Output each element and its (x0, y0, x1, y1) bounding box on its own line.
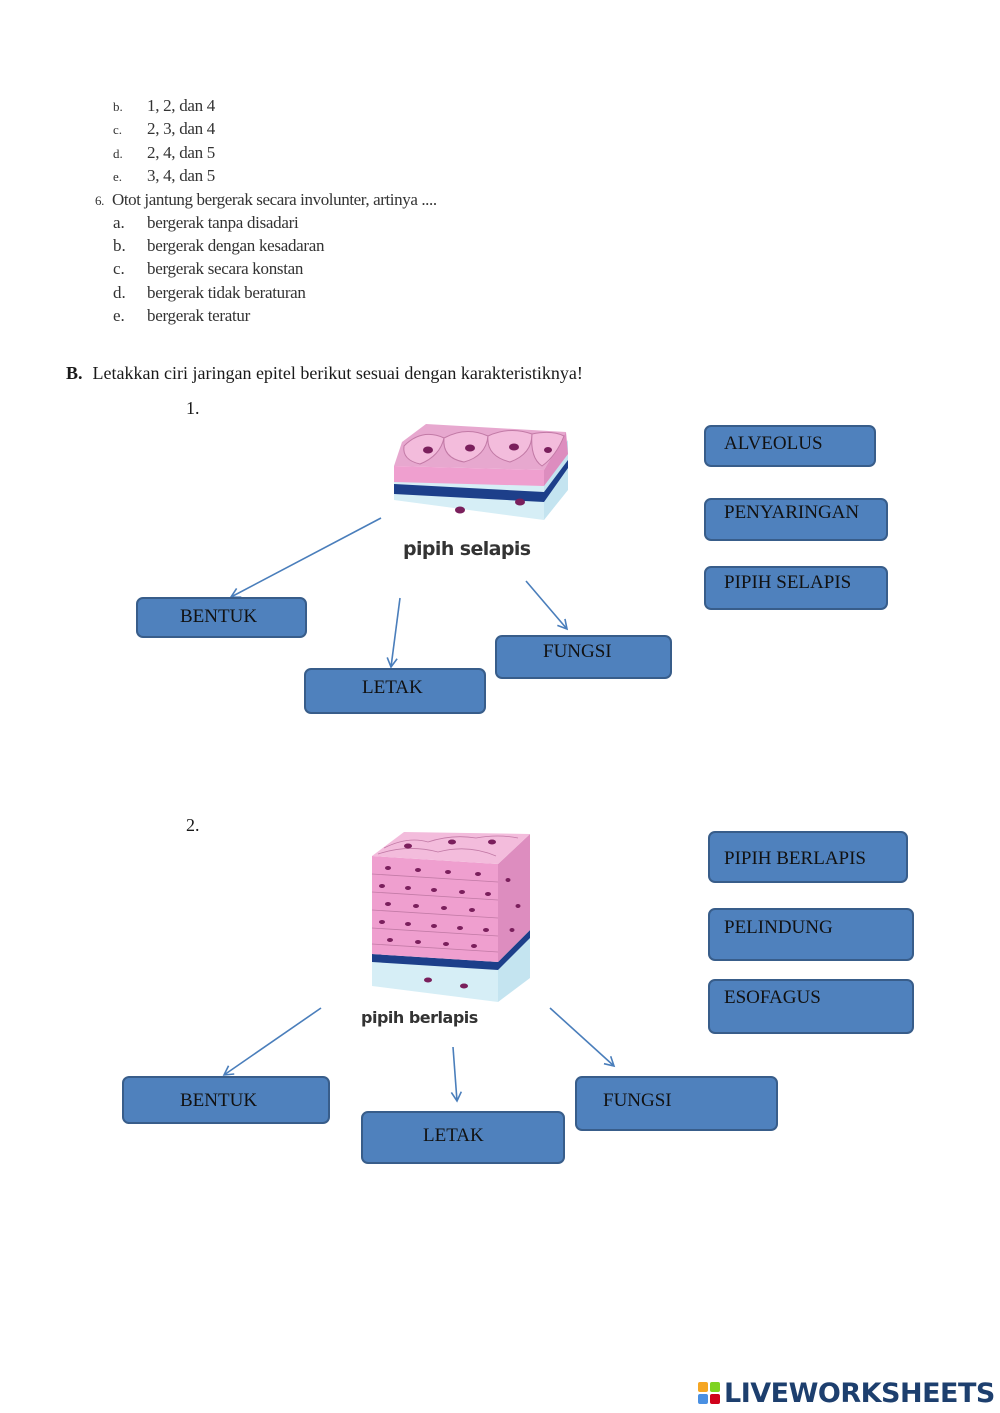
q6-option-c-letter: c. (113, 259, 125, 278)
question-6-text: Otot jantung bergerak secara involunter,… (111, 190, 437, 209)
liveworksheets-logo-icon (698, 1382, 720, 1404)
section-b-instruction: Letakkan ciri jaringan epitel berikut se… (92, 363, 583, 383)
item-1-letak-label: LETAK (362, 677, 423, 698)
q5-option-d-letter: d. (113, 146, 123, 161)
q6-option-d-text: bergerak tidak beraturan (147, 283, 306, 302)
arrow-2-bentuk (222, 1007, 322, 1076)
liveworksheets-logo-text: LIVEWORKSHEETS (724, 1377, 995, 1409)
question-6: 6. Otot jantung bergerak secara involunte… (95, 190, 437, 210)
item-2-answer-pelindung[interactable]: PELINDUNG (708, 908, 914, 961)
item-1-caption: pipih selapis (403, 538, 531, 560)
arrow-2-letak (450, 1046, 463, 1103)
q6-option-e-letter: e. (113, 306, 125, 325)
item-1-answer-pipih-selapis-label: PIPIH SELAPIS (724, 572, 852, 593)
item-2-answer-pelindung-label: PELINDUNG (724, 917, 833, 938)
item-2-letak-label: LETAK (423, 1125, 484, 1146)
q6-option-a-letter: a. (113, 213, 125, 232)
item-2-answer-pipih-berlapis-label: PIPIH BERLAPIS (724, 848, 866, 869)
item-1-number: 1. (186, 398, 200, 418)
arrow-2-fungsi (549, 1007, 616, 1068)
arrow-1-letak (386, 597, 401, 669)
item-2-caption: pipih berlapis (361, 1008, 478, 1027)
stratified-squamous-tissue-image (371, 832, 530, 1002)
item-2-answer-esofagus[interactable]: ESOFAGUS (708, 979, 914, 1034)
item-1-fungsi-label: FUNGSI (543, 641, 612, 662)
item-2-bentuk-label: BENTUK (180, 1090, 258, 1111)
item-1-answer-penyaringan[interactable]: PENYARINGAN (704, 498, 888, 541)
q5-option-c-text: 2, 3, dan 4 (147, 119, 215, 138)
simple-squamous-tissue-image (394, 424, 568, 520)
item-2-letak-target[interactable]: LETAK (361, 1111, 565, 1164)
arrow-1-fungsi (525, 580, 569, 631)
q5-option-e-text: 3, 4, dan 5 (147, 166, 215, 185)
q5-option-e-letter: e. (113, 169, 123, 184)
liveworksheets-logo: LIVEWORKSHEETS (698, 1377, 995, 1409)
item-2-fungsi-target[interactable]: FUNGSI (575, 1076, 778, 1131)
q5-option-c-letter: c. (113, 122, 123, 137)
section-b-label: B. (66, 363, 83, 383)
item-1-answer-penyaringan-label: PENYARINGAN (724, 502, 860, 523)
section-b-heading: B. Letakkan ciri jaringan epitel berikut … (66, 363, 583, 384)
item-1-answer-alveolus-label: ALVEOLUS (724, 433, 823, 454)
q5-option-d-text: 2, 4, dan 5 (147, 143, 215, 162)
item-2-answer-pipih-berlapis[interactable]: PIPIH BERLAPIS (708, 831, 908, 883)
q6-option-b-text: bergerak dengan kesadaran (147, 236, 325, 255)
q6-option-e-text: bergerak teratur (147, 306, 250, 325)
item-1-letak-target[interactable]: LETAK (304, 668, 486, 714)
q6-option-c-text: bergerak secara konstan (147, 259, 304, 278)
item-1-answer-pipih-selapis[interactable]: PIPIH SELAPIS (704, 566, 888, 610)
item-2-fungsi-label: FUNGSI (603, 1090, 672, 1111)
item-1-fungsi-target[interactable]: FUNGSI (495, 635, 672, 679)
q6-option-d-letter: d. (113, 283, 126, 302)
question-6-number: 6. (95, 193, 104, 208)
arrow-1-bentuk (229, 517, 382, 599)
item-2-answer-esofagus-label: ESOFAGUS (724, 987, 821, 1008)
q5-option-b-text: 1, 2, dan 4 (147, 96, 215, 115)
q6-option-b-letter: b. (113, 236, 126, 255)
item-2-number: 2. (186, 815, 200, 835)
item-1-answer-alveolus[interactable]: ALVEOLUS (704, 425, 876, 467)
item-1-bentuk-label: BENTUK (180, 606, 258, 627)
q6-option-a-text: bergerak tanpa disadari (147, 213, 299, 232)
item-2-bentuk-target[interactable]: BENTUK (122, 1076, 330, 1124)
item-1-bentuk-target[interactable]: BENTUK (136, 597, 307, 638)
q5-option-b-letter: b. (113, 99, 123, 114)
